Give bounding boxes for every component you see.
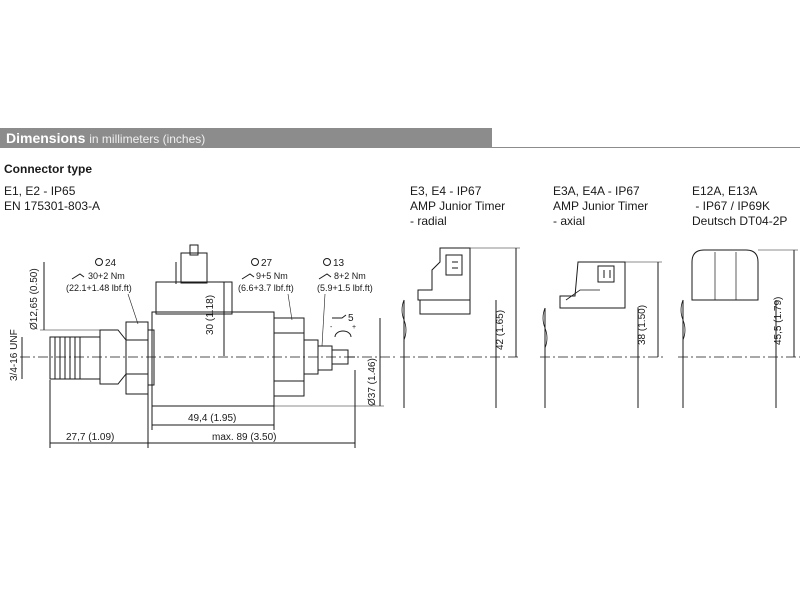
plug-connector (155, 281, 233, 315)
dim-length-49: 49,4 (1.95) (188, 413, 236, 424)
connector-label-line: AMP Junior Timer (553, 199, 649, 213)
hex-13 (317, 345, 333, 371)
connector-label-line: EN 175301-803-A (4, 199, 101, 213)
dim-thread: 3/4-16 UNF (9, 329, 20, 381)
hex-size-icon (95, 258, 103, 266)
adjust-size: 5 (348, 313, 354, 324)
radial-connector (417, 247, 471, 301)
dim-diameter-37: Ø37 (1.46) (367, 358, 378, 406)
dim-length-max: max. 89 (3.50) (212, 432, 276, 443)
connector-label-line: - radial (410, 214, 447, 228)
torque-size: 24 (105, 258, 117, 269)
connector-axial-view: 38 (1.50) (540, 261, 665, 408)
dim-diameter-12-65: Ø12,65 (0.50) (29, 268, 40, 330)
torque-size: 13 (333, 258, 345, 269)
axial-connector (559, 261, 626, 309)
connector-label-line: AMP Junior Timer (410, 199, 506, 213)
connector-label-line: E3, E4 - IP67 (410, 184, 482, 198)
main-valve-body: 30 (1.18) Ø12,65 (0.50) 3/4-16 UNF Ø37 (… (9, 244, 395, 448)
hex-key-icon (332, 314, 347, 319)
wrench-icon (318, 273, 332, 280)
dim-height-deutsch: 45,5 (1.79) (773, 297, 784, 345)
wrench-icon (241, 273, 255, 280)
connector-label-e12a: E12A, E13A - IP67 / IP69K Deutsch DT04-2… (692, 184, 787, 229)
torque-nm: 30+2 Nm (88, 271, 125, 281)
dimensions-header-bar: Dimensions in millimeters (inches) (0, 128, 492, 148)
torque-lbf: (6.6+3.7 lbf.ft) (238, 283, 294, 293)
torque-lbf: (22.1+1.48 lbf.ft) (66, 283, 132, 293)
connector-label-e1: E1, E2 - IP65 EN 175301-803-A (4, 184, 100, 214)
torque-nm: 8+2 Nm (334, 271, 366, 281)
header-subtitle: in millimeters (inches) (89, 132, 206, 146)
torque-size: 27 (261, 258, 273, 269)
hex-size-icon (323, 258, 331, 266)
connector-label-e3a: E3A, E4A - IP67 AMP Junior Timer - axial (553, 184, 648, 229)
dimensions-header: Dimensions in millimeters (inches) (6, 129, 205, 148)
connector-label-line: - axial (553, 214, 586, 228)
connector-label-e3: E3, E4 - IP67 AMP Junior Timer - radial (410, 184, 505, 229)
wrench-icon (71, 273, 85, 280)
hex-24 (125, 321, 149, 395)
dim-coil-height: 30 (1.18) (205, 295, 216, 335)
adjust-minus: - (330, 324, 333, 331)
dim-height-radial: 42 (1.65) (495, 310, 506, 350)
connector-label-line: Deutsch DT04-2P (692, 214, 788, 228)
header-rule (492, 147, 800, 148)
hex-size-icon (251, 258, 259, 266)
torque-lbf: (5.9+1.5 lbf.ft) (317, 283, 373, 293)
adjust-plus: + (352, 324, 356, 331)
dim-height-axial: 38 (1.50) (637, 305, 648, 345)
connector-label-line: E12A, E13A (692, 184, 758, 198)
connector-label-line: - IP67 / IP69K (692, 199, 771, 213)
deutsch-connector (691, 249, 759, 301)
header-title: Dimensions (6, 130, 86, 146)
rotate-arrow-icon (334, 330, 352, 338)
torque-nm: 9+5 Nm (256, 271, 288, 281)
connector-deutsch-view: 45,5 (1.79) (678, 249, 800, 408)
section-title: Connector type (4, 162, 93, 176)
connector-label-line: E1, E2 - IP65 (4, 184, 76, 198)
connector-radial-view: 42 (1.65) (400, 247, 520, 408)
connector-label-line: E3A, E4A - IP67 (553, 184, 640, 198)
dim-length-27: 27,7 (1.09) (66, 432, 114, 443)
